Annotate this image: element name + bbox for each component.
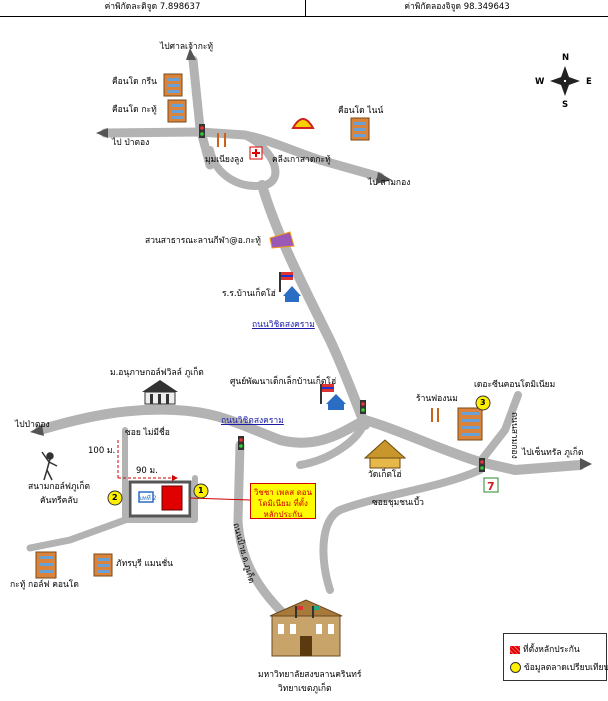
map-legend: ที่ตั้งหลักประกัน ข้อมูลตลาดเปรียบเทียบ bbox=[503, 633, 608, 681]
label-road-wichit-top: ถนนวิชิตสงคราม bbox=[252, 320, 315, 330]
road-sw bbox=[26, 516, 129, 552]
university-building-icon bbox=[269, 599, 343, 657]
arrow-to-patong-top bbox=[96, 128, 108, 138]
label-to-samkong: ไป สามกอง bbox=[368, 178, 411, 188]
collateral-callout: วิชชา เพลส ดอนโดมิเนียม ที่ตั้งหลักประกั… bbox=[250, 483, 316, 519]
traffic-light-3 bbox=[238, 436, 244, 450]
traffic-light-2 bbox=[360, 400, 366, 414]
condo-icon-lake bbox=[457, 407, 483, 441]
legend-row-market: ข้อมูลตลาดเปรียบเทียบ bbox=[510, 660, 608, 674]
road-main-ew bbox=[35, 404, 370, 448]
marker-3-icon bbox=[475, 395, 491, 411]
condo-icon-nine bbox=[350, 117, 370, 141]
temple-icon bbox=[363, 439, 407, 469]
road-wichit bbox=[257, 180, 370, 430]
label-university-1: มหาวิทยาลัยสงขลานครินทร์ bbox=[258, 670, 362, 680]
label-condo-kathu: คือนโด กะทู้ bbox=[112, 105, 157, 115]
latitude-label: ค่าพิกัดละติจูด 7.898637 bbox=[104, 2, 201, 12]
label-wat-ketho: วัดเก็ตโฮ่ bbox=[368, 470, 402, 480]
school-icon-ketho bbox=[279, 272, 301, 302]
label-to-patong-left: ไปป่าตอง bbox=[15, 420, 50, 430]
label-golf-2: คันทรีคลับ bbox=[40, 496, 78, 506]
label-soi: ซอย ไม่มีชื่อ bbox=[125, 428, 170, 438]
compass-n: N bbox=[562, 53, 570, 63]
label-soi-bottom: ซอยชุมชนเบี้ว bbox=[372, 498, 424, 508]
label-university-2: วิทยาเขตภูเก็ต bbox=[278, 684, 332, 694]
label-ban-kharom: ร้านฟองนม bbox=[416, 394, 458, 404]
coordinates-header: ค่าพิกัดละติจูด 7.898637 ค่าพิกัดลองจิจู… bbox=[0, 0, 608, 17]
traffic-light-1 bbox=[199, 124, 205, 138]
label-to-patong-top: ไป ป่าตอง bbox=[112, 138, 150, 148]
condo-icon-kathu-golf bbox=[35, 551, 57, 579]
road-south bbox=[233, 440, 295, 625]
compass-e: E bbox=[586, 77, 592, 87]
condo-icon-kathu bbox=[167, 99, 187, 123]
collateral-building bbox=[161, 485, 183, 511]
marker-1-label: 1 bbox=[198, 486, 204, 495]
compass-s: S bbox=[562, 100, 569, 110]
road-ne bbox=[476, 391, 522, 466]
hospital-icon bbox=[249, 146, 263, 160]
marker-3-label: 3 bbox=[480, 398, 486, 407]
label-anuphas: ม.อนุภาษกอล์ฟวิลล์ ภูเก็ต bbox=[110, 368, 204, 378]
condo-icon-green bbox=[163, 73, 183, 97]
marker-2-icon bbox=[107, 490, 123, 506]
traffic-light-4 bbox=[479, 458, 485, 472]
compass-rose-icon bbox=[550, 66, 580, 96]
collateral-swatch-icon bbox=[510, 645, 520, 654]
label-condo-green: คือนโด กรีน bbox=[112, 77, 157, 87]
road-soi-bottom bbox=[319, 466, 484, 594]
marker-1-icon bbox=[193, 483, 209, 499]
compass-w: W bbox=[535, 77, 545, 87]
label-child-center: ศูนย์พัฒนาเด็กเล็กบ้านเก็ตโฮ่ bbox=[230, 377, 337, 387]
label-building-tag: บทที่ 2 bbox=[139, 495, 157, 502]
label-kathu-hospital: คลีงเกาสาดกะทู้ bbox=[272, 155, 331, 165]
legend-row-collateral: ที่ตั้งหลักประกัน bbox=[510, 642, 580, 656]
condo-icon-mansion bbox=[93, 553, 113, 577]
anuphas-building-icon bbox=[142, 380, 178, 405]
label-to-phuket: ไปเซ็นทรัล ภูเก็ต bbox=[522, 448, 584, 458]
label-school-ketho: ร.ร.บ้านเก็ตโฮ่ bbox=[222, 289, 276, 299]
label-to-shrine: ไปศาลเจ้ากะทู้ bbox=[160, 42, 214, 52]
label-dist-100: 100 ม. bbox=[88, 446, 116, 456]
golfer-icon bbox=[41, 451, 58, 481]
market-swatch-icon bbox=[510, 662, 521, 673]
park-icon bbox=[269, 231, 295, 249]
arrow-to-shrine bbox=[186, 48, 196, 60]
child-center-icon bbox=[320, 384, 346, 410]
arrow-to-phuket bbox=[580, 458, 592, 470]
svg-text:7: 7 bbox=[487, 480, 495, 493]
road-soi-west bbox=[122, 427, 198, 523]
label-condo-nine: คือนโด ไนน์ bbox=[338, 106, 384, 116]
label-road-right: ถนนสามกอง bbox=[509, 412, 519, 459]
road-wat bbox=[296, 416, 369, 469]
longitude-label: ค่าพิกัดลองจิจูด 98.349643 bbox=[404, 2, 510, 12]
arrow-to-samkong bbox=[376, 172, 392, 184]
marker-2-label: 2 bbox=[112, 493, 118, 502]
label-pattaya-mansion: ภัทรบุรี แมนชั่น bbox=[116, 559, 173, 569]
label-golf-1: สนามกอล์ฟภูเก็ต bbox=[28, 482, 91, 492]
arrow-to-patong-left bbox=[30, 425, 44, 436]
label-dist-90: 90 ม. bbox=[136, 466, 158, 476]
label-bang-nieng: มุมเนียงลูง bbox=[205, 155, 244, 165]
seven-eleven-icon: 7 bbox=[483, 477, 499, 493]
restaurant-icon-1 bbox=[217, 133, 226, 147]
label-park: สวนสาธารณะลานกีฬา@อ.กะทู้ bbox=[145, 236, 261, 246]
label-road-wichit-mid: ถนนวิชิตสงคราม bbox=[221, 416, 284, 426]
restaurant-icon-2 bbox=[431, 408, 439, 422]
shell-logo-icon bbox=[291, 118, 315, 129]
label-the-lake: เดอะซีนคอนโดมิเนียม bbox=[474, 380, 556, 390]
label-kathu-golf-condo: กะทู้ กอล์ฟ คอนโด bbox=[10, 580, 79, 590]
